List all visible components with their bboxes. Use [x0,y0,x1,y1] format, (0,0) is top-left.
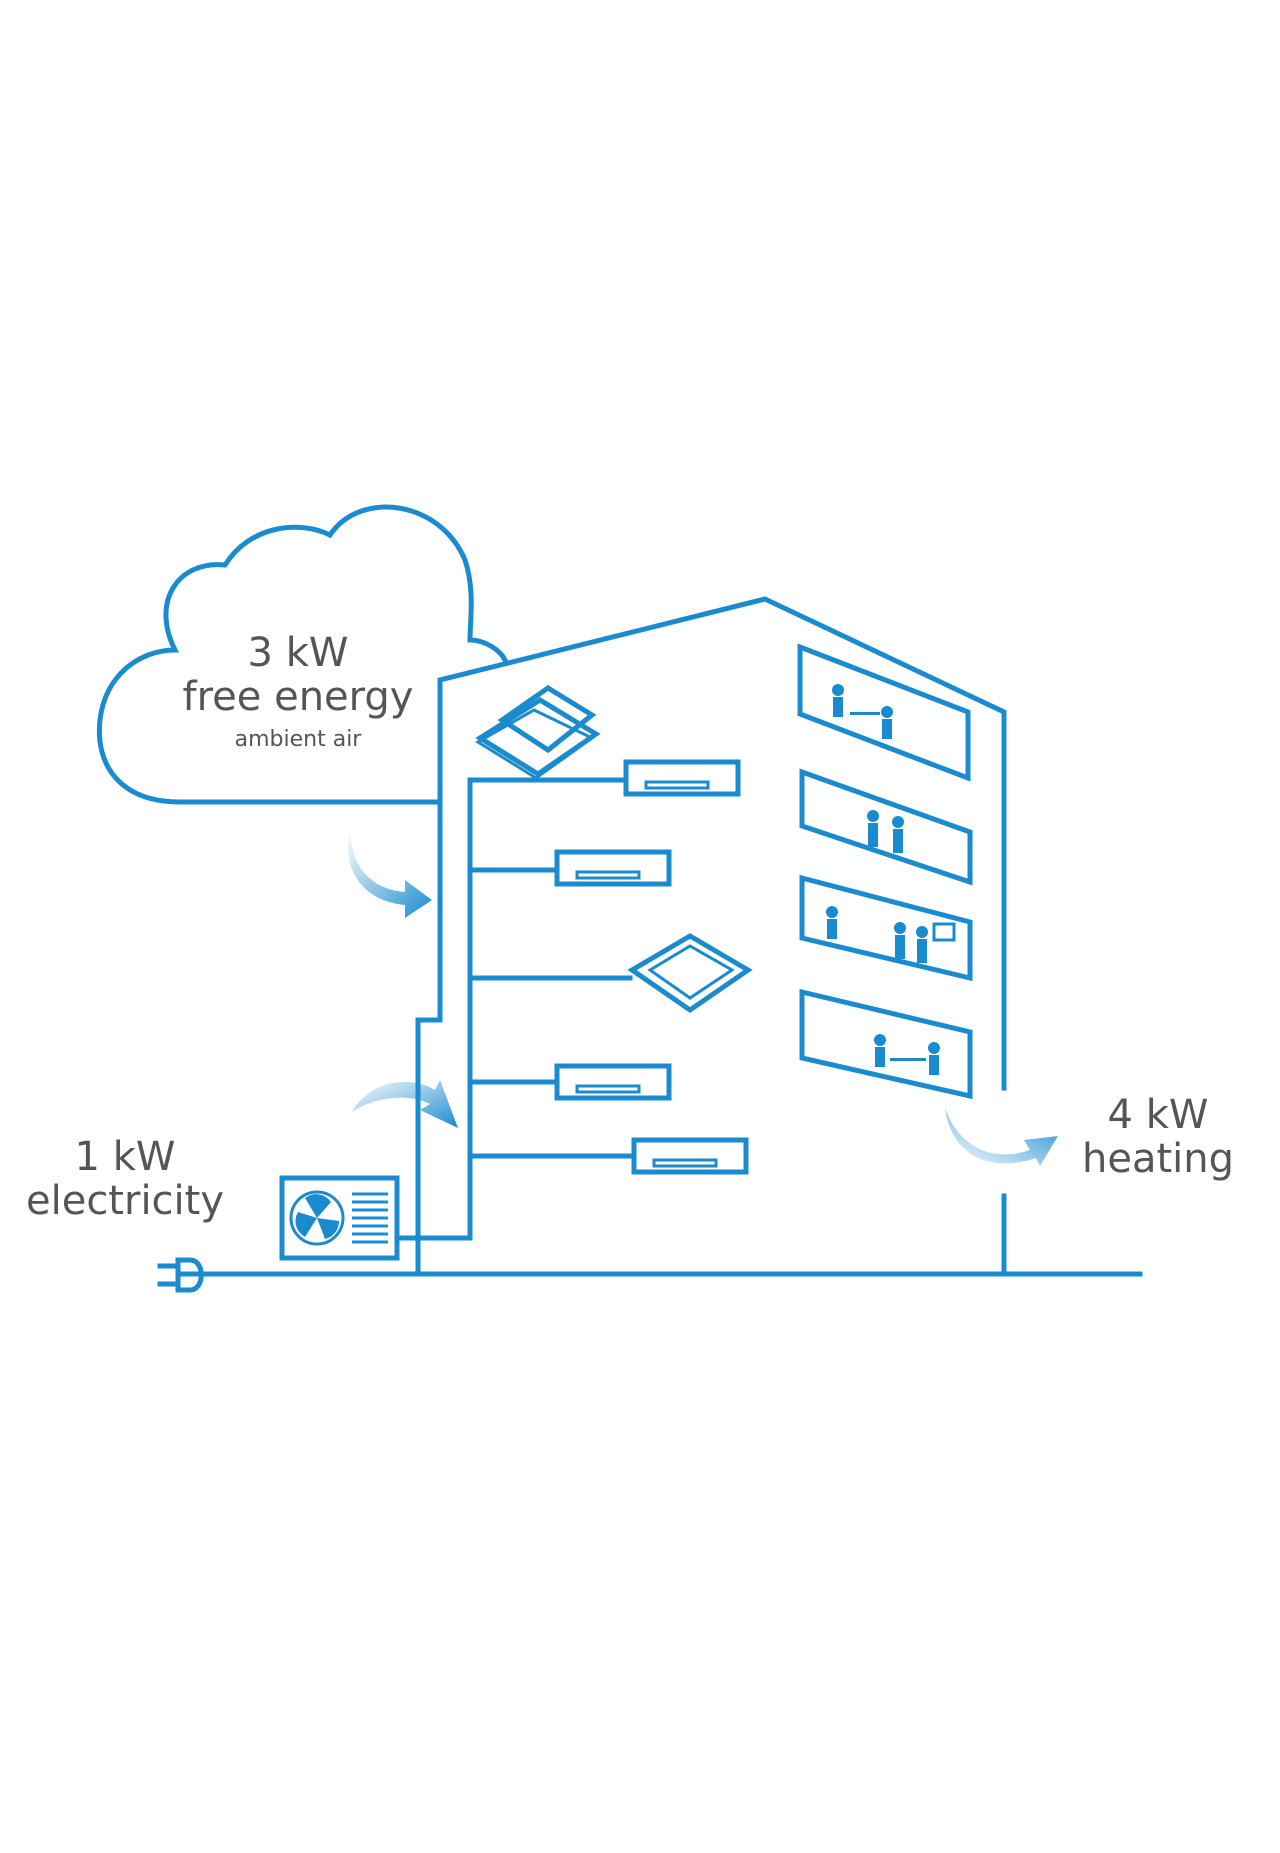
electricity-label: electricity [26,1178,224,1224]
arrow-icon [945,1108,1058,1166]
people-icon [826,684,956,1075]
cassette-unit-icon [475,685,601,780]
cloud-power-label: 3 kW [248,630,349,676]
office-window [799,874,973,982]
refrigerant-piping [394,777,637,1241]
office-window [799,768,973,886]
wall-unit-icon [554,849,672,887]
cloud-icon [96,504,509,805]
fan-icon [289,1190,345,1246]
heating-power-label: 4 kW [1108,1092,1209,1138]
cassette-unit-icon [627,933,753,1014]
outdoor-unit-icon [279,1175,400,1261]
wall-unit-icon [554,1063,672,1101]
plug-icon [157,1257,204,1293]
electricity-power-label: 1 kW [75,1134,176,1180]
wall-unit-icon [631,1137,749,1175]
heating-label: heating [1082,1136,1234,1182]
wall-unit-icon [623,759,741,797]
office-window [797,643,971,782]
cloud-energy-label: free energy [183,674,414,720]
building-icon [415,596,1007,1275]
arrow-icon [347,828,432,918]
cloud-source-label: ambient air [235,727,363,752]
office-window [799,988,973,1100]
arrow-icon [352,1080,458,1128]
